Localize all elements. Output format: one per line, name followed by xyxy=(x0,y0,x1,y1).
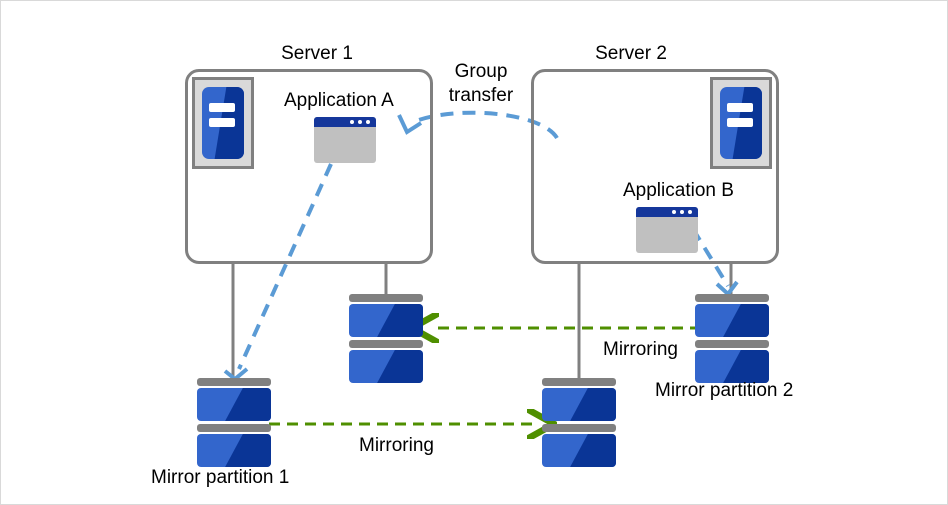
server-rack-icon xyxy=(710,77,772,169)
rack-slot-bar xyxy=(208,117,235,128)
disk-partition-icon-mirror2 xyxy=(695,294,769,383)
disk-cap xyxy=(349,340,423,348)
app-window-dot xyxy=(672,210,676,214)
rack-inner-body xyxy=(720,87,762,159)
rack-slot-bar xyxy=(726,117,753,128)
mirror-partition-2-label: Mirror partition 2 xyxy=(655,380,794,401)
server-2-box xyxy=(531,69,779,264)
disk-cap xyxy=(542,424,616,432)
disk-body xyxy=(695,304,769,337)
app-window-dot xyxy=(688,210,692,214)
app-window-dot xyxy=(366,120,370,124)
rack-slot-bar xyxy=(726,102,753,113)
disk-body xyxy=(197,388,271,421)
app-window-dot xyxy=(680,210,684,214)
disk-partition-icon-mirror1 xyxy=(197,378,271,467)
disk-cap xyxy=(695,340,769,348)
app-window-titlebar xyxy=(636,207,698,217)
group-transfer-arrowhead xyxy=(397,114,423,135)
server-rack-icon xyxy=(192,77,254,169)
application-window-icon xyxy=(636,207,698,253)
group-transfer-arrow-path xyxy=(410,110,559,140)
group-transfer-label-line1: Group xyxy=(454,61,508,82)
disk-cap xyxy=(349,294,423,302)
application-b-label: Application B xyxy=(623,180,734,201)
app-b-to-mirror2-arrow xyxy=(691,227,730,288)
disk-partition-icon xyxy=(349,294,423,383)
mirroring-label-bottom: Mirroring xyxy=(359,435,434,456)
application-a-label: Application A xyxy=(284,90,394,111)
disk-cap xyxy=(695,294,769,302)
disk-body xyxy=(349,304,423,337)
rack-inner-body xyxy=(202,87,244,159)
disk-body xyxy=(542,434,616,467)
disk-cap xyxy=(197,424,271,432)
disk-body xyxy=(542,388,616,421)
disk-cap xyxy=(197,378,271,386)
disk-cap xyxy=(542,378,616,386)
disk-body xyxy=(349,350,423,383)
application-window-icon xyxy=(314,117,376,163)
disk-body xyxy=(197,434,271,467)
server-1-title: Server 1 xyxy=(281,43,353,64)
app-b-to-mirror2-arrowhead xyxy=(715,280,739,297)
mirror-partition-1-label: Mirror partition 1 xyxy=(151,467,290,488)
disk-body xyxy=(695,350,769,383)
rack-slot-bar xyxy=(208,102,235,113)
server-1-box xyxy=(185,69,433,264)
app-window-titlebar xyxy=(314,117,376,127)
app-window-dot xyxy=(350,120,354,124)
group-transfer-label-line2: transfer xyxy=(448,85,514,106)
app-window-dot xyxy=(358,120,362,124)
mirroring-label-top: Mirroring xyxy=(603,339,678,360)
server-2-title: Server 2 xyxy=(595,43,667,64)
app-a-to-mirror1-arrow xyxy=(237,163,333,370)
disk-partition-icon xyxy=(542,378,616,467)
